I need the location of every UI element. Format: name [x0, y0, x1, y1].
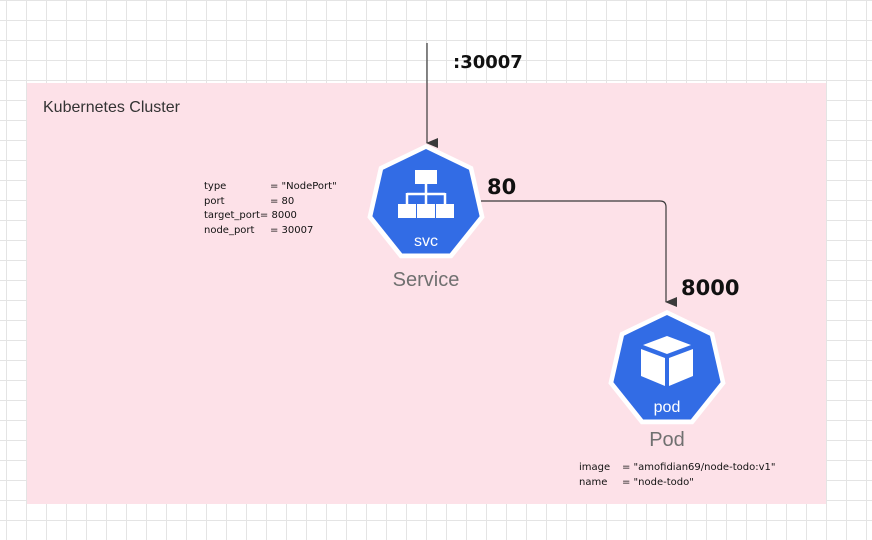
pod-icon-text: pod [654, 399, 681, 416]
service-port-label: 80 [487, 175, 517, 199]
property-row: type = "NodePort" [204, 180, 337, 195]
property-value: = 80 [270, 195, 295, 207]
property-value: = "node-todo" [622, 476, 694, 488]
property-value: = 30007 [270, 224, 314, 236]
property-row: target_port= 8000 [204, 209, 337, 224]
pod-properties: image = "amofidian69/node-todo:v1" name = … [579, 461, 775, 490]
cluster-title: Kubernetes Cluster [43, 99, 180, 116]
service-label: Service [392, 269, 460, 291]
property-value: = 8000 [259, 210, 297, 221]
property-value: = "amofidian69/node-todo:v1" [622, 462, 776, 473]
property-row: port = 80 [204, 195, 337, 210]
property-key: type [204, 181, 227, 192]
property-key: node_port [204, 224, 255, 236]
property-key: port [204, 195, 225, 207]
service-properties: type = "NodePort" port = 80 target_port= 8… [204, 180, 337, 238]
pod-cube-icon[interactable]: pod [607, 308, 727, 430]
svc-icon-text: svc [414, 233, 438, 250]
property-row: node_port = 30007 [204, 224, 337, 239]
property-key: name [579, 476, 608, 488]
property-key: image [579, 462, 611, 473]
property-value: = "NodePort" [270, 181, 337, 192]
property-row: image = "amofidian69/node-todo:v1" [579, 461, 775, 476]
pod-label: Pod [649, 429, 685, 451]
pod-port-label: 8000 [681, 276, 740, 300]
property-key: target_port [204, 210, 260, 221]
node-port-label: :30007 [453, 52, 523, 73]
service-svc-icon[interactable]: svc [366, 142, 486, 264]
property-row: name = "node-todo" [579, 476, 775, 491]
